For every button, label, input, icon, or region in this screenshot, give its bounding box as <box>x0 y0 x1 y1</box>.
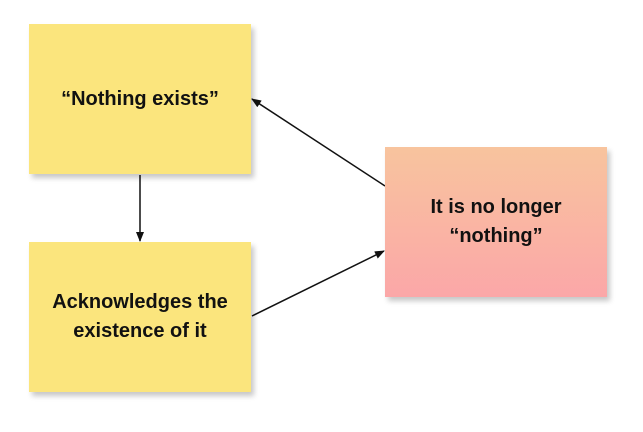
note-no-longer-nothing: It is no longer “nothing” <box>385 147 607 297</box>
note-acknowledges-existence: Acknowledges the existence of it <box>29 242 251 392</box>
note-nothing-exists-label: “Nothing exists” <box>61 87 219 110</box>
note-nothing-exists: “Nothing exists” <box>29 24 251 174</box>
arrow-acknowledges-to-no-longer-nothing <box>251 250 385 317</box>
arrow-no-longer-nothing-to-nothing-exists <box>251 98 386 187</box>
note-acknowledges-existence-label: Acknowledges the existence of it <box>52 291 228 342</box>
note-no-longer-nothing-label: It is no longer “nothing” <box>430 196 562 247</box>
